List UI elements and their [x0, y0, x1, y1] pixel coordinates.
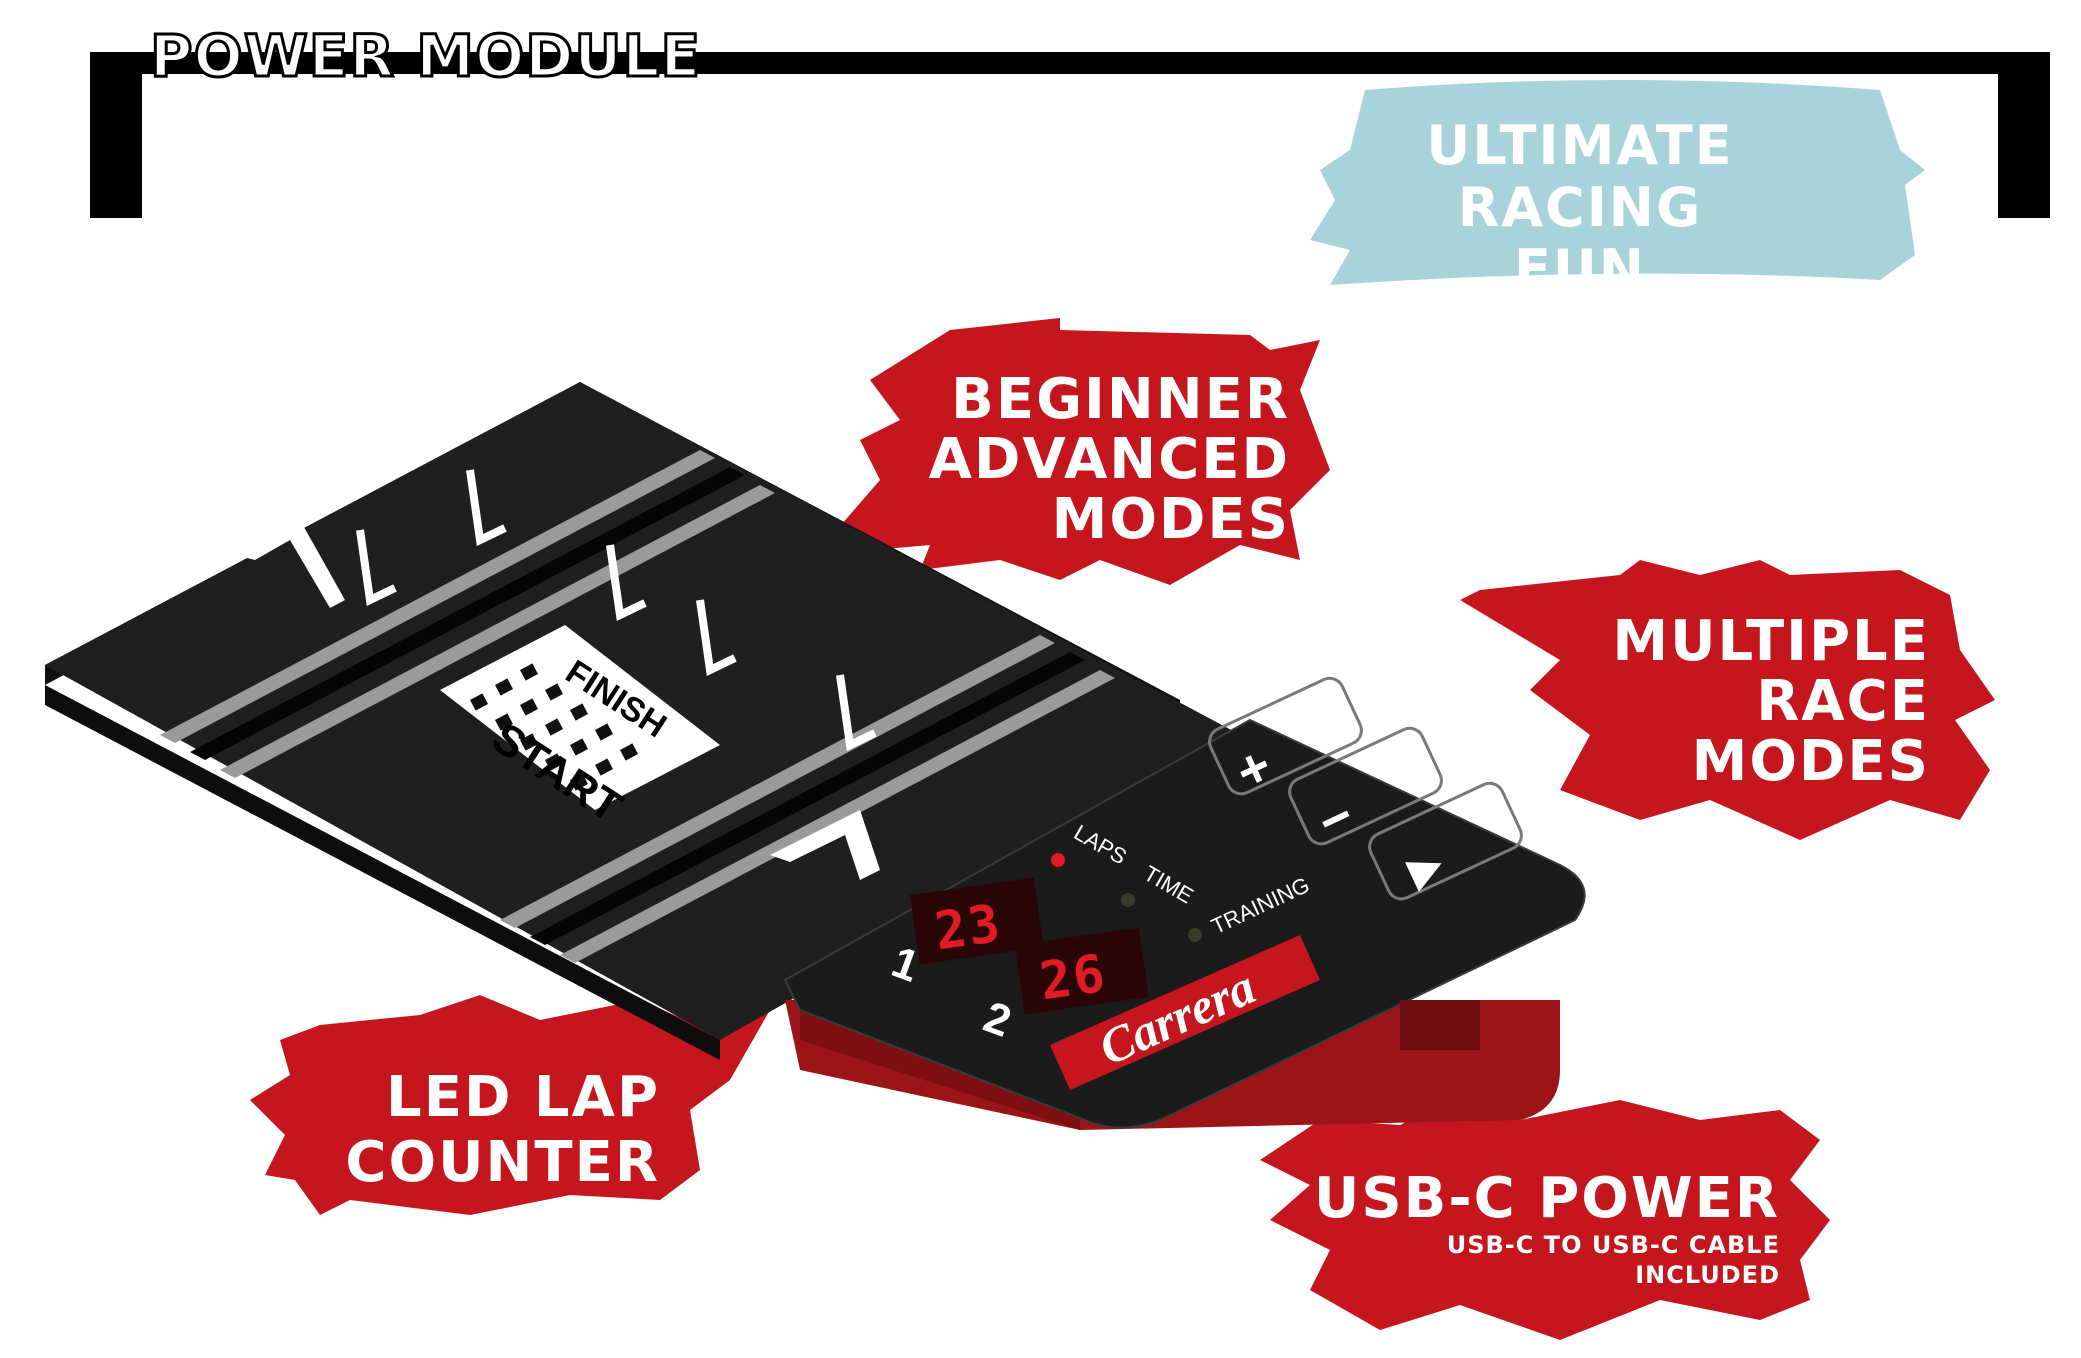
callout-modes-line3: MODES	[1051, 487, 1290, 552]
lane-1-display: 23	[931, 893, 1006, 963]
callout-led-line2: COUNTER	[345, 1130, 660, 1195]
top-frame	[90, 52, 2050, 218]
banner-line-1: ULTIMATE	[1426, 114, 1734, 177]
track-piece	[45, 382, 1250, 1060]
callout-modes-line1: BEGINNER	[951, 367, 1290, 432]
callout-shape-led	[250, 995, 770, 1215]
callout-led-line1: LED LAP	[386, 1065, 660, 1130]
callout-usb-sub2: INCLUDED	[1635, 1261, 1780, 1289]
callout-race-line3: MODES	[1691, 729, 1930, 794]
callout-shape-usb	[1260, 1100, 1830, 1340]
banner-text: ULTIMATE RACING FUN	[1300, 115, 1860, 301]
banner-shape	[1310, 80, 1925, 285]
callout-race-line1: MULTIPLE	[1612, 609, 1930, 674]
callout-usb-sub1: USB-C TO USB-C CABLE	[1446, 1231, 1780, 1259]
banner-line-3: FUN	[1514, 238, 1646, 301]
callout-usb-title: USB-C POWER	[1313, 1166, 1780, 1231]
frame-title: POWER MODULE	[148, 21, 702, 92]
callout-shape-modes	[815, 318, 1330, 585]
callout-led: LED LAP COUNTER	[300, 1065, 660, 1195]
callout-shape-race	[1460, 560, 1995, 840]
callout-race: MULTIPLE RACE MODES	[1540, 612, 1930, 792]
callout-modes: BEGINNER ADVANCED MODES	[880, 370, 1290, 550]
callout-usb: USB-C POWER USB-C TO USB-C CABLE INCLUDE…	[1270, 1168, 1780, 1290]
callout-race-line2: RACE	[1756, 669, 1930, 734]
callout-modes-line2: ADVANCED	[928, 427, 1290, 492]
lane-2-display: 26	[1036, 943, 1111, 1013]
control-module	[783, 676, 1586, 1130]
banner-line-2: RACING	[1457, 176, 1703, 239]
